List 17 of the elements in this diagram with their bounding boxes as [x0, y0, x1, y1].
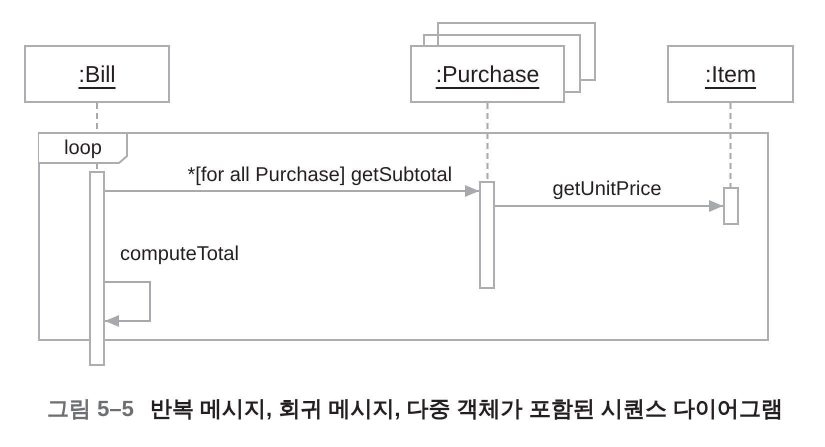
activation-bar	[89, 171, 105, 366]
object-box: :Item	[667, 45, 794, 103]
message-label: computeTotal	[120, 242, 239, 266]
loop-frame	[38, 132, 769, 341]
activation-bar	[479, 181, 495, 289]
figure-caption: 그림 5–5 반복 메시지, 회귀 메시지, 다중 객체가 포함된 시퀀스 다이어그램	[47, 395, 784, 423]
message-label: getUnitPrice	[552, 177, 662, 201]
object-box: :Bill	[24, 45, 170, 103]
lifeline	[486, 103, 488, 181]
message-arrow	[495, 200, 723, 212]
message-label: *[for all Purchase] getSubtotal	[188, 163, 452, 187]
self-message-arrow	[105, 281, 151, 327]
message-arrow	[105, 185, 479, 197]
lifeline	[730, 103, 732, 187]
frame-tag: loop	[38, 132, 128, 164]
activation-bar	[723, 187, 739, 225]
object-box: :Purchase	[410, 45, 565, 103]
